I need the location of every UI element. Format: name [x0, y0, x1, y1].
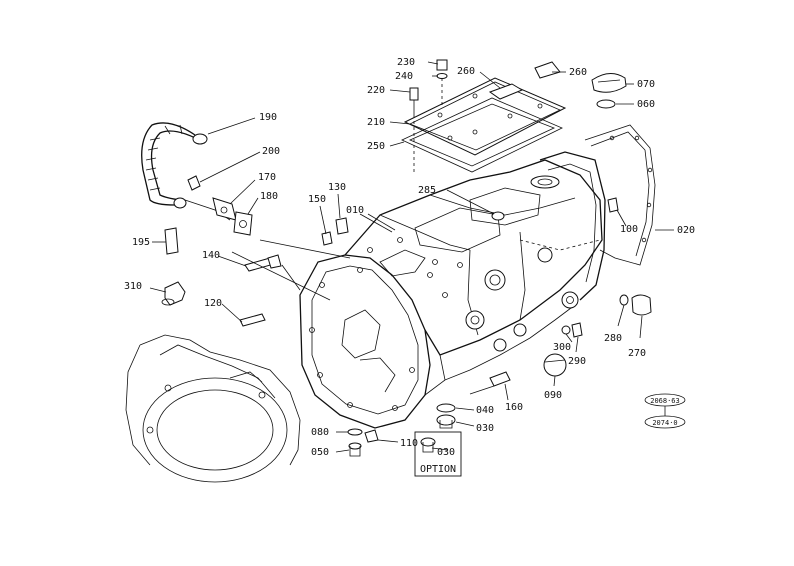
callout-180: 180: [260, 191, 278, 202]
serial-badge-bottom: 2074·0: [652, 419, 677, 427]
callout-010: 010: [346, 205, 364, 216]
callout-040: 040: [476, 405, 494, 416]
callout-170: 170: [258, 172, 276, 183]
callout-110: 110: [400, 438, 418, 449]
callout-270: 270: [628, 348, 646, 359]
callout-220: 220: [367, 85, 385, 96]
callout-190: 190: [259, 112, 277, 123]
callout-140: 140: [202, 250, 220, 261]
rear-gasket: [584, 124, 656, 266]
option-box: [414, 431, 462, 477]
option-label: OPTION: [420, 464, 456, 475]
callout-285: 285: [418, 185, 436, 196]
filler-cap-assembly: [530, 73, 627, 189]
callout-030-upper: 030: [476, 423, 494, 434]
small-parts: [161, 197, 652, 457]
callout-260-right: 260: [569, 67, 587, 78]
callout-195: 195: [132, 237, 150, 248]
flywheel-housing: [125, 334, 301, 483]
callout-070: 070: [637, 79, 655, 90]
callout-230: 230: [397, 57, 415, 68]
callout-200: 200: [262, 146, 280, 157]
callout-090: 090: [544, 390, 562, 401]
callout-020: 020: [677, 225, 695, 236]
callout-080: 080: [311, 427, 329, 438]
callout-290: 290: [568, 356, 586, 367]
callout-310: 310: [124, 281, 142, 292]
leader-lines: [149, 61, 674, 453]
callout-030-option: 030: [437, 447, 455, 458]
top-cover-assembly: [401, 59, 567, 175]
transmission-case-body: [299, 151, 606, 429]
breather-hose-assembly: [141, 122, 253, 236]
callout-250: 250: [367, 141, 385, 152]
serial-badge-top: 2068·63: [650, 397, 680, 405]
callout-210: 210: [367, 117, 385, 128]
serial-badges: 2068·63 2074·0: [644, 393, 686, 429]
callout-240: 240: [395, 71, 413, 82]
callout-100: 100: [620, 224, 638, 235]
callout-280: 280: [604, 333, 622, 344]
callout-150: 150: [308, 194, 326, 205]
callout-labels: 190 200 170 180 195 140 310 120 130 150 …: [124, 57, 695, 475]
callout-260-top: 260: [457, 66, 475, 77]
callout-300: 300: [553, 342, 571, 353]
callout-130: 130: [328, 182, 346, 193]
callout-120: 120: [204, 298, 222, 309]
callout-160: 160: [505, 402, 523, 413]
callout-050: 050: [311, 447, 329, 458]
callout-060: 060: [637, 99, 655, 110]
